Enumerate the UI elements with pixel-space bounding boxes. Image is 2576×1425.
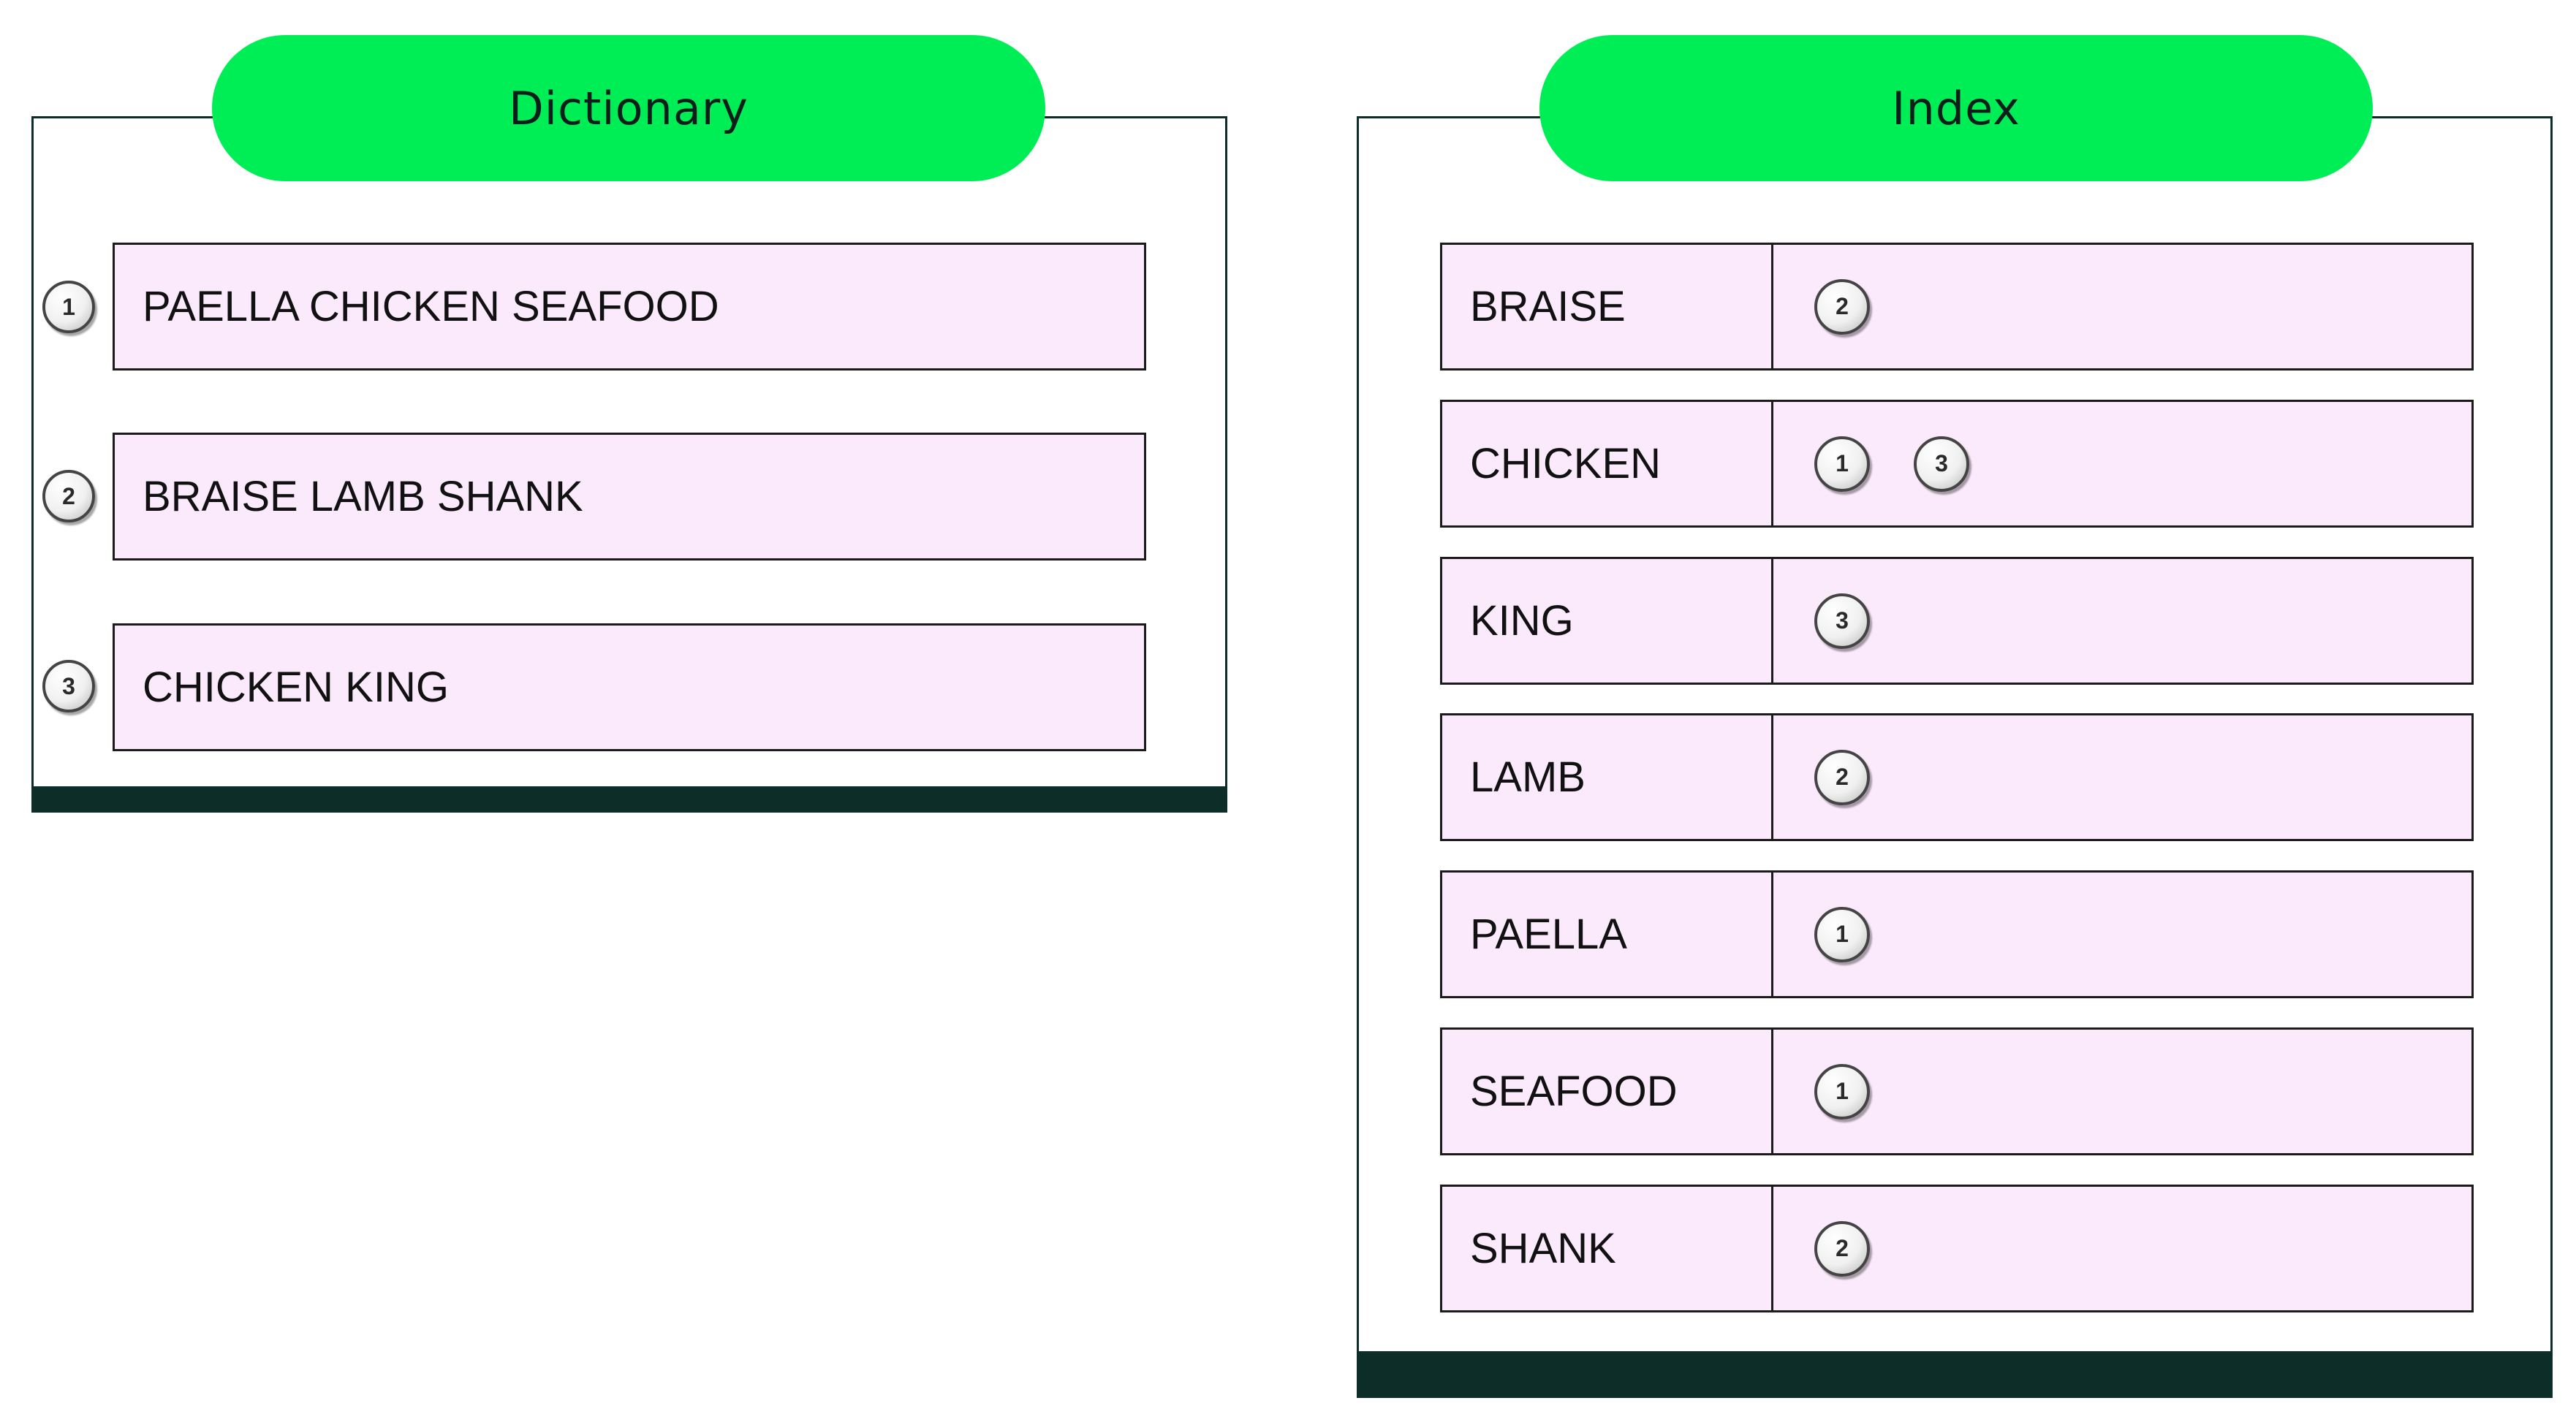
index-term: CHICKEN	[1442, 402, 1773, 525]
doc-number-badge: 1	[42, 281, 95, 333]
index-panel-footer-bar	[1357, 1351, 2553, 1398]
dictionary-row: PAELLA CHICKEN SEAFOOD	[113, 243, 1146, 370]
doc-ref-badge: 2	[1814, 1220, 1870, 1277]
index-term: PAELLA	[1442, 873, 1773, 996]
index-refs: 1	[1773, 1030, 2471, 1153]
index-row: SHANK 2	[1440, 1185, 2474, 1312]
doc-number-badge: 3	[42, 660, 95, 712]
index-row: PAELLA 1	[1440, 870, 2474, 998]
doc-ref-badge: 1	[1814, 906, 1870, 962]
index-row: SEAFOOD 1	[1440, 1027, 2474, 1155]
doc-ref-badge: 1	[1814, 1063, 1870, 1120]
index-row: BRAISE 2	[1440, 243, 2474, 370]
doc-ref-badge: 3	[1914, 436, 1969, 492]
dictionary-title: Dictionary	[212, 35, 1045, 181]
index-refs: 1	[1773, 873, 2471, 996]
index-term: BRAISE	[1442, 245, 1773, 368]
index-term: SHANK	[1442, 1187, 1773, 1310]
doc-ref-badge: 2	[1814, 749, 1870, 805]
index-term: KING	[1442, 559, 1773, 683]
index-refs: 3	[1773, 559, 2471, 683]
dictionary-row: BRAISE LAMB SHANK	[113, 433, 1146, 560]
index-row: LAMB 2	[1440, 713, 2474, 841]
doc-ref-badge: 1	[1814, 436, 1870, 492]
index-row: CHICKEN 1 3	[1440, 400, 2474, 528]
index-refs: 2	[1773, 715, 2471, 839]
index-refs: 2	[1773, 245, 2471, 368]
doc-ref-badge: 2	[1814, 278, 1870, 335]
doc-number-badge: 2	[42, 470, 95, 522]
dictionary-row: CHICKEN KING	[113, 623, 1146, 751]
index-refs: 2	[1773, 1187, 2471, 1310]
index-row: KING 3	[1440, 557, 2474, 685]
index-title: Index	[1539, 35, 2373, 181]
doc-ref-badge: 3	[1814, 593, 1870, 649]
index-refs: 1 3	[1773, 402, 2471, 525]
dictionary-panel-footer-bar	[31, 786, 1227, 813]
index-term: LAMB	[1442, 715, 1773, 839]
index-term: SEAFOOD	[1442, 1030, 1773, 1153]
